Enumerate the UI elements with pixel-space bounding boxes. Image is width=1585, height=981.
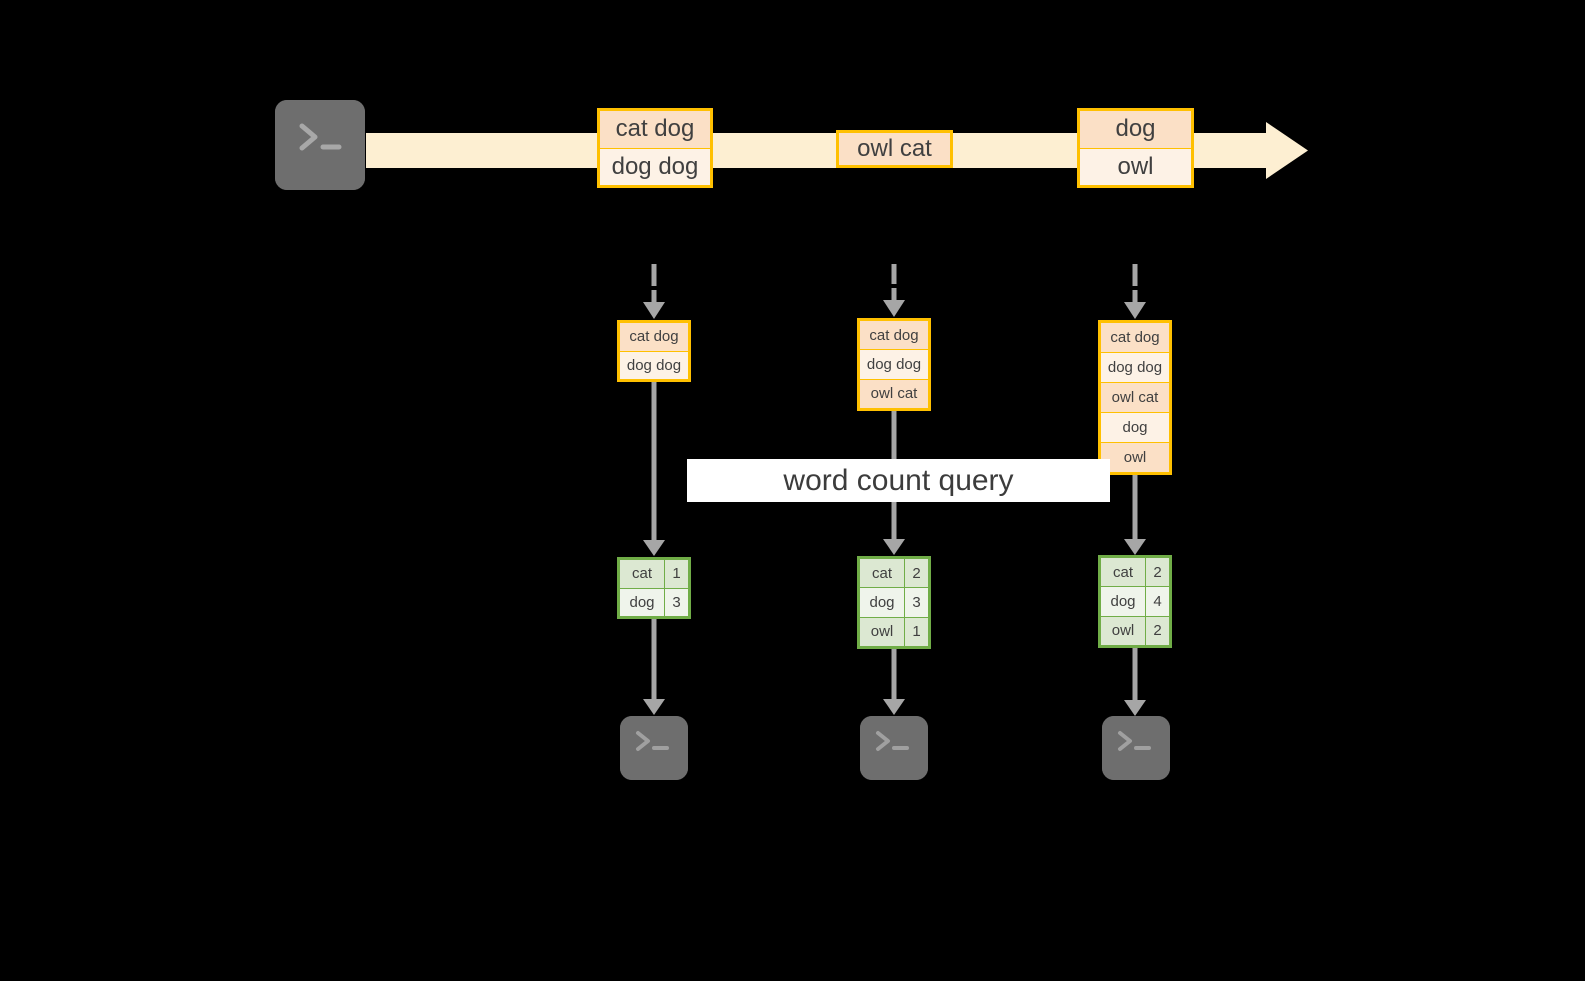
stream-line: owl cat — [839, 133, 950, 165]
feed-arrow-2 — [883, 264, 905, 317]
snapshot-3-input-box[interactable]: cat dog dog dog owl cat dog owl — [1098, 320, 1172, 475]
stream-batch-1-box[interactable]: cat dog dog dog — [597, 108, 713, 188]
stream-line: owl — [1080, 148, 1191, 185]
stream-line: dog dog — [600, 148, 710, 185]
count-word: dog — [860, 588, 905, 617]
query-label: word count query — [687, 459, 1110, 502]
count-word: cat — [1101, 558, 1146, 587]
sink-arrow-3 — [1124, 648, 1146, 716]
table-row: cat 2 — [1101, 558, 1169, 588]
stream-batch-3-box[interactable]: dog owl — [1077, 108, 1194, 188]
count-value: 2 — [1146, 558, 1169, 587]
table-row: cat 1 — [620, 560, 688, 589]
table-row: dog 3 — [620, 588, 688, 616]
table-row: dog 3 — [860, 588, 928, 618]
snapshot-3-count-table[interactable]: cat 2 dog 4 owl 2 — [1098, 555, 1172, 648]
input-line: cat dog — [620, 323, 688, 352]
input-line: cat dog — [860, 321, 928, 351]
sink-arrow-2 — [883, 649, 905, 715]
count-word: dog — [620, 588, 665, 616]
input-line: dog dog — [620, 351, 688, 379]
count-value: 3 — [905, 588, 928, 617]
count-word: cat — [860, 559, 905, 588]
stream-arrow-head — [1266, 122, 1308, 179]
snapshot-3-sink-terminal-icon[interactable] — [1093, 707, 1179, 789]
feed-arrow-3 — [1124, 264, 1146, 319]
count-word: owl — [1101, 616, 1146, 645]
input-line: dog dog — [860, 350, 928, 380]
terminal-prompt-icon — [1118, 731, 1151, 751]
count-value: 2 — [905, 559, 928, 588]
count-value: 1 — [665, 560, 688, 588]
snapshot-2-sink-terminal-icon[interactable] — [851, 707, 937, 789]
terminal-body — [275, 100, 365, 190]
count-value: 1 — [905, 617, 928, 646]
count-value: 2 — [1146, 616, 1169, 645]
count-word: dog — [1101, 587, 1146, 616]
count-word: cat — [620, 560, 665, 588]
stream-line: dog — [1080, 111, 1191, 149]
input-line: dog — [1101, 413, 1169, 443]
snapshot-2-input-box[interactable]: cat dog dog dog owl cat — [857, 318, 931, 411]
table-row: dog 4 — [1101, 587, 1169, 617]
count-value: 4 — [1146, 587, 1169, 616]
table-row: owl 2 — [1101, 616, 1169, 645]
stream-line: cat dog — [600, 111, 710, 149]
input-line: owl cat — [1101, 383, 1169, 413]
input-line: owl cat — [860, 379, 928, 408]
count-word: owl — [860, 617, 905, 646]
snapshot-1-count-table[interactable]: cat 1 dog 3 — [617, 557, 691, 619]
snapshot-1-sink-terminal-icon[interactable] — [611, 707, 697, 789]
stream-batch-2-box[interactable]: owl cat — [836, 130, 953, 168]
terminal-prompt-icon — [636, 731, 669, 751]
count-value: 3 — [665, 588, 688, 616]
input-line: owl — [1101, 443, 1169, 472]
query-arrow-3 — [1124, 475, 1146, 555]
query-arrow-1 — [643, 382, 665, 556]
table-row: cat 2 — [860, 559, 928, 589]
terminal-prompt-icon — [876, 731, 909, 751]
input-line: dog dog — [1101, 353, 1169, 383]
sink-arrow-1 — [643, 619, 665, 715]
feed-arrow-1 — [643, 264, 665, 319]
snapshot-2-count-table[interactable]: cat 2 dog 3 owl 1 — [857, 556, 931, 649]
input-line: cat dog — [1101, 323, 1169, 353]
table-row: owl 1 — [860, 617, 928, 646]
source-terminal-icon[interactable] — [266, 91, 374, 199]
terminal-prompt-icon — [299, 123, 342, 151]
snapshot-1-input-box[interactable]: cat dog dog dog — [617, 320, 691, 382]
